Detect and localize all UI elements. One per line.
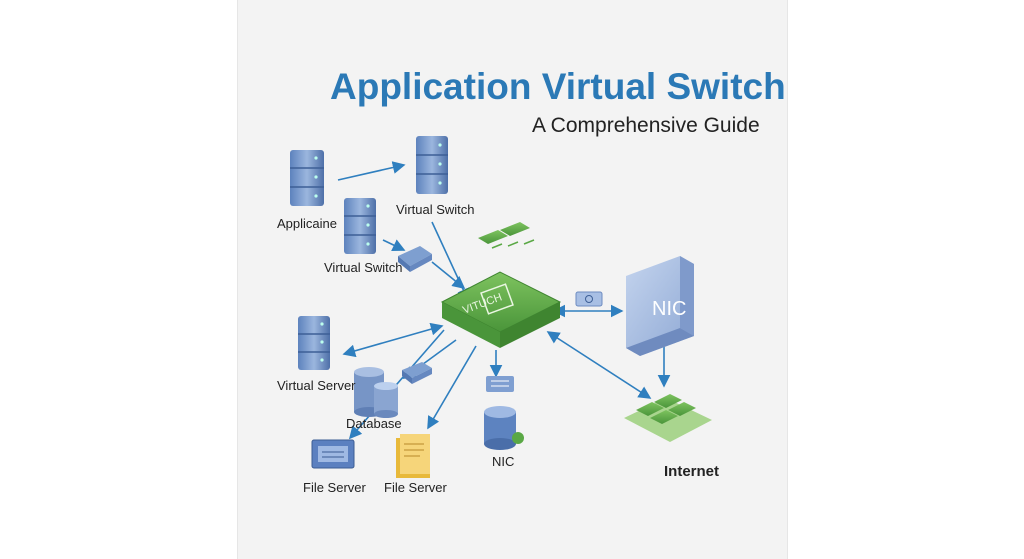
connection-arrows: [337, 161, 671, 440]
database-icon: [484, 406, 524, 450]
folder-icon: [396, 434, 430, 478]
node-label-nic-bottom: NIC: [492, 454, 515, 469]
virtual-switch-icon: [440, 271, 562, 348]
database-icon: [354, 367, 398, 418]
file-server-icon: [311, 439, 355, 469]
page-subtitle: A Comprehensive Guide: [532, 114, 760, 137]
arrow-center-to-internet: [546, 331, 652, 399]
node-label-file-server-1: File Server: [303, 480, 366, 495]
node-label-database: Database: [346, 416, 402, 431]
node-label-virtual-switch-top: Virtual Switch: [396, 202, 475, 217]
node-label-file-server-2: File Server: [384, 480, 447, 495]
arrow-applicaine-to-switch: [337, 161, 406, 181]
arrow-switch-mid-to-small: [382, 239, 406, 251]
network-grid-icon: [624, 394, 712, 442]
arrow-center-to-file-server-1: [348, 329, 445, 440]
node-label-applicaine: Applicaine: [277, 216, 337, 231]
node-label-virtual-switch-mid: Virtual Switch: [324, 260, 403, 275]
node-label-virtual-server: Virtual Server: [277, 378, 356, 393]
page-title: Application Virtual Switch: [330, 66, 786, 107]
small-device-icon: [402, 362, 432, 384]
server-rack-icon: [344, 198, 376, 254]
arrow-small-to-center: [431, 261, 466, 290]
small-device-icon: [575, 291, 603, 307]
nic-card-icon: [626, 256, 694, 356]
node-label-internet: Internet: [664, 463, 720, 480]
arrow-switch-top-to-center: [431, 221, 470, 302]
server-rack-icon: [290, 150, 324, 206]
green-chip-icon: [478, 222, 535, 249]
small-switch-icon: [398, 246, 432, 272]
small-device-icon: [486, 376, 514, 392]
node-label-nic-right: NIC: [652, 298, 687, 320]
server-rack-icon: [298, 316, 330, 370]
arrow-center-to-file-server-2: [427, 345, 477, 430]
arrow-center-to-virtual-server: [342, 322, 444, 358]
server-rack-icon: [416, 136, 448, 194]
